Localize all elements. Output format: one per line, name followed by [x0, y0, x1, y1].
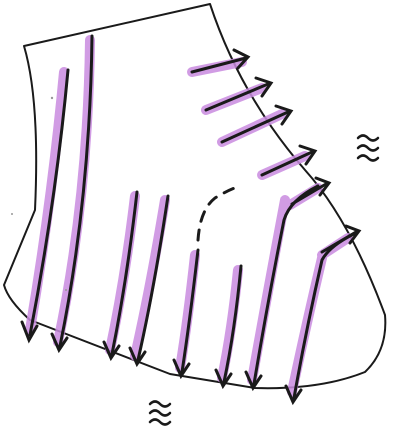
arrow-down-8: [286, 232, 358, 402]
ink-layer: [22, 36, 359, 402]
highlight-5: [180, 255, 195, 368]
highlight-3: [110, 196, 135, 350]
highlight-7: [252, 200, 285, 380]
dashed-curve: [198, 186, 240, 240]
wavy-lines-icon-right: [358, 136, 378, 161]
wavy-lines-icon-bottom: [150, 402, 170, 425]
highlight-4: [135, 200, 165, 356]
